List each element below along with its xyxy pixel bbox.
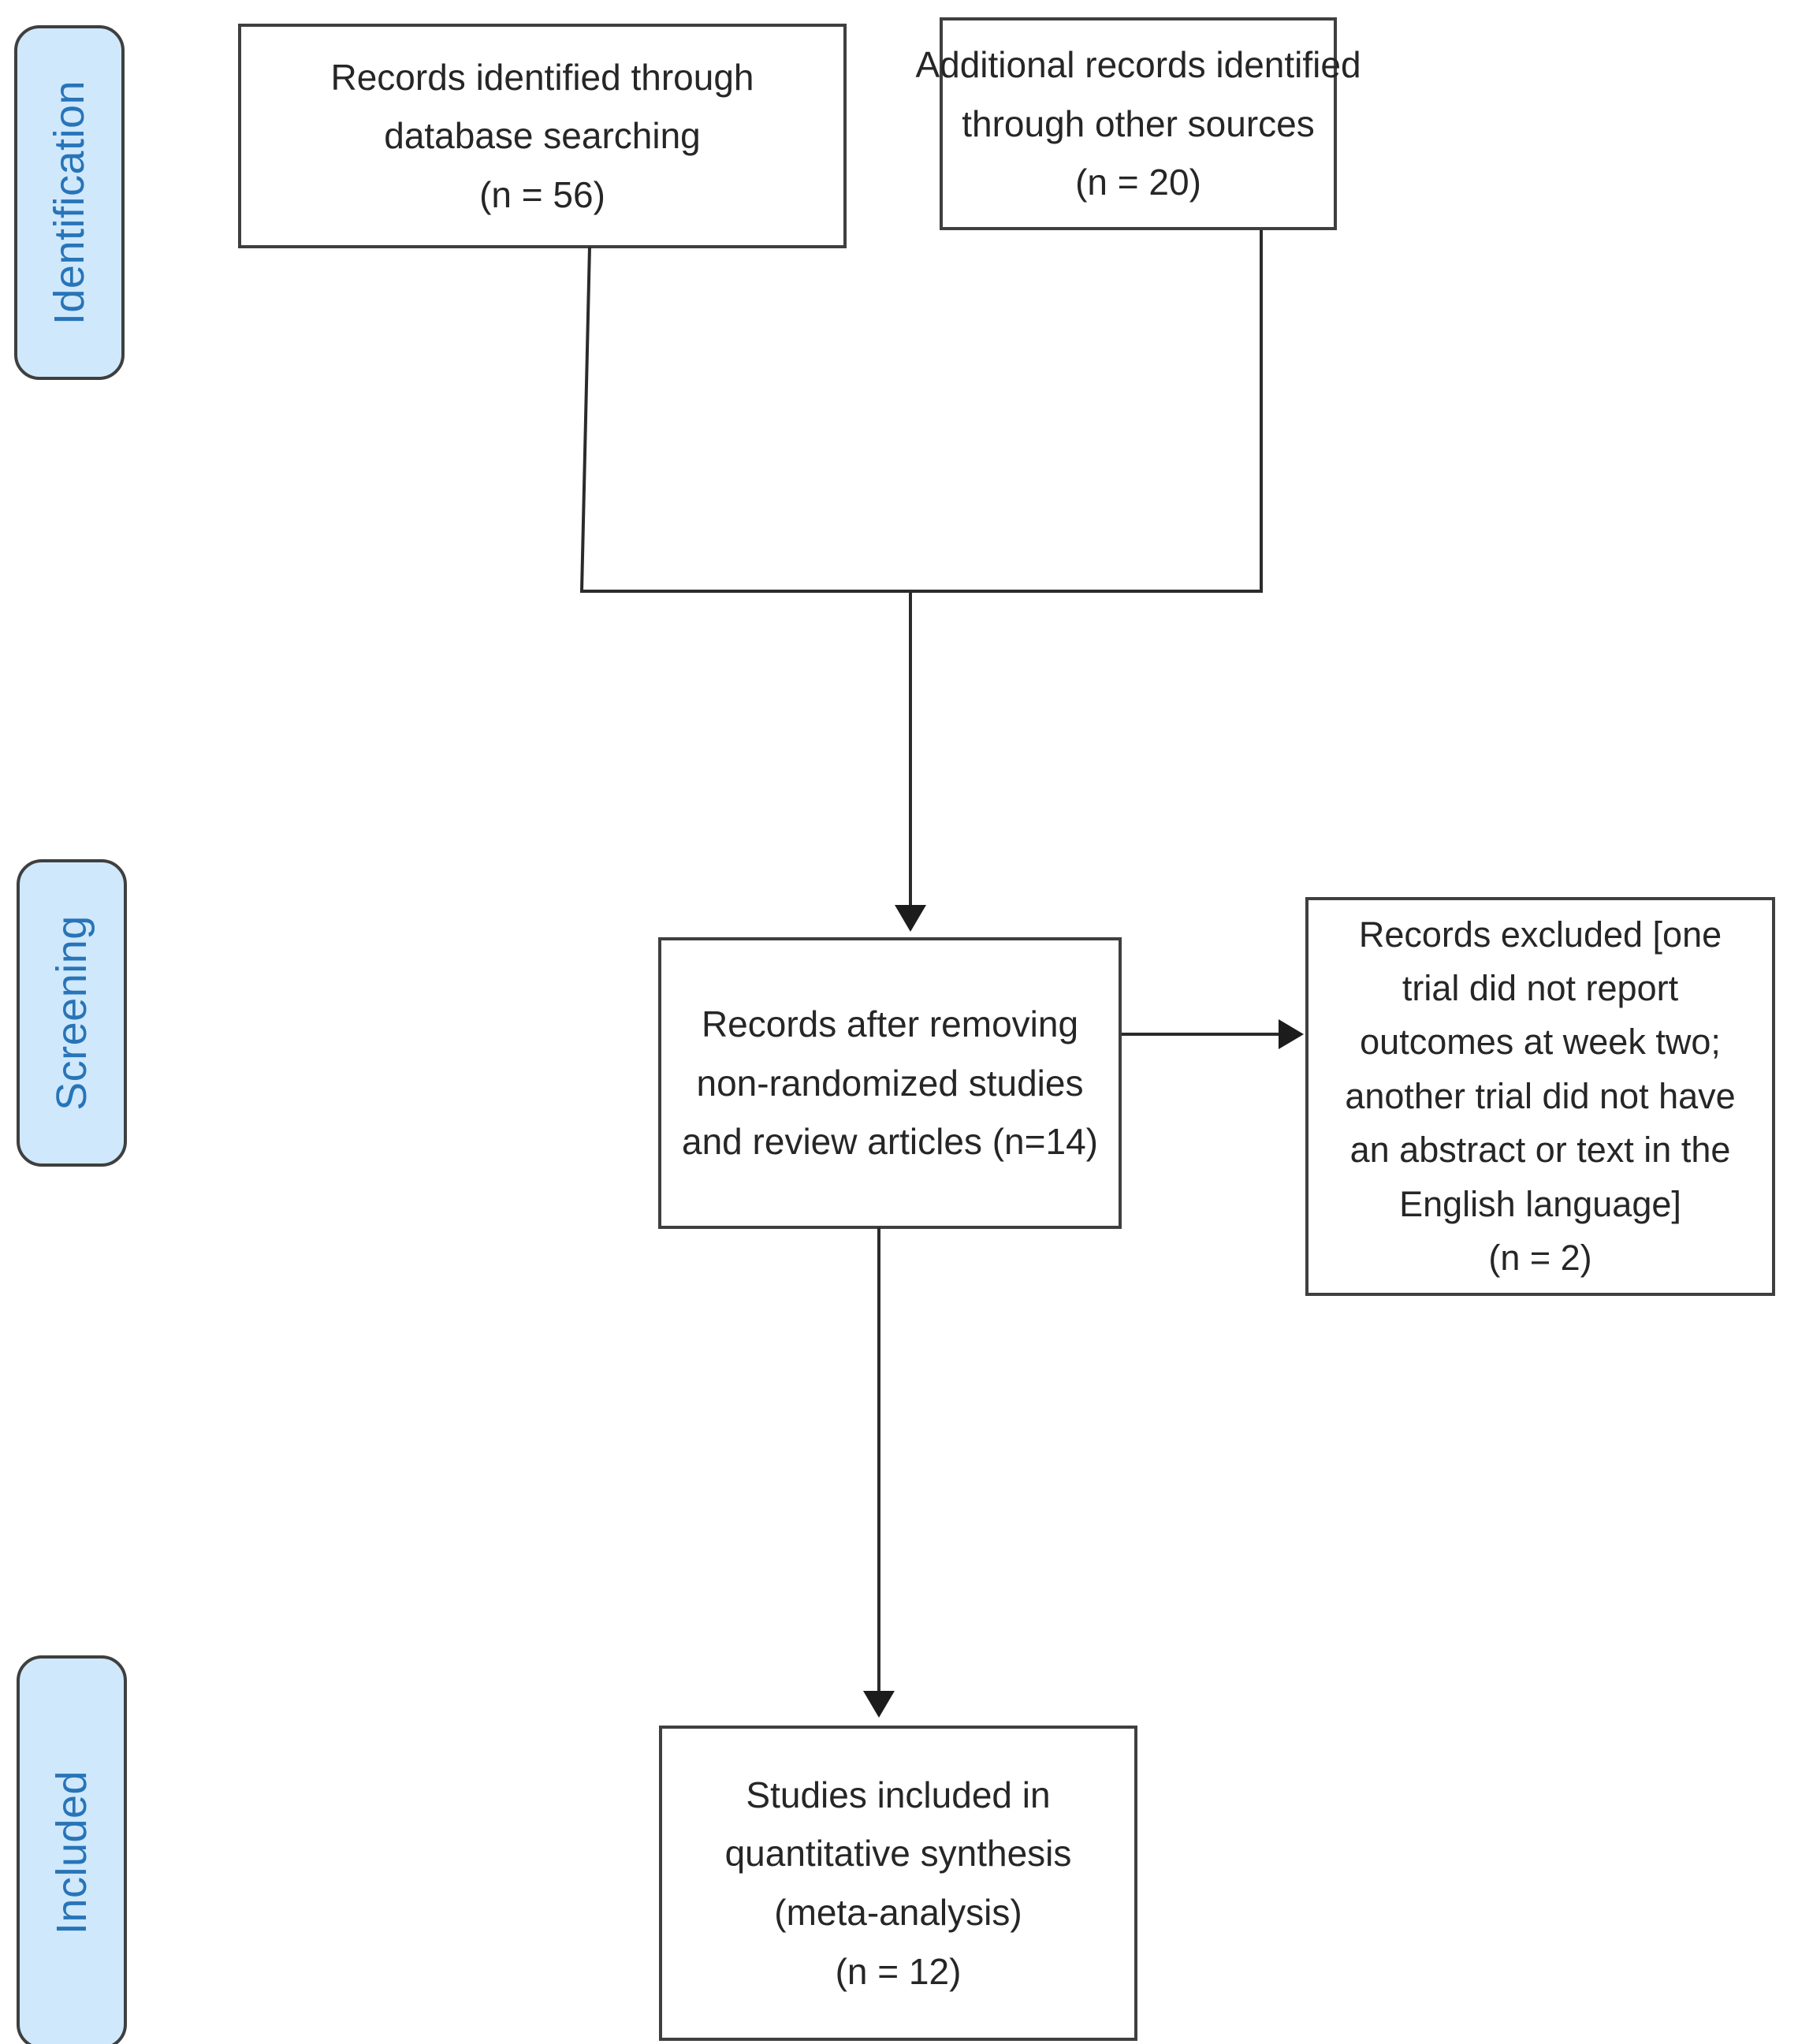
connector-vertical-merge-to-screening bbox=[909, 591, 912, 907]
stage-pill-included: Included bbox=[17, 1655, 127, 2044]
stage-label-included: Included bbox=[48, 1770, 96, 1935]
stage-pill-identification: Identification bbox=[14, 25, 125, 380]
box-line: through other sources bbox=[962, 102, 1315, 144]
box-line: and review articles (n=14) bbox=[682, 1121, 1098, 1163]
box-line: another trial did not have bbox=[1345, 1075, 1736, 1116]
box-records-excluded: Records excluded [one trial did not repo… bbox=[1305, 897, 1775, 1296]
box-line: Records after removing bbox=[701, 1003, 1079, 1045]
connector-vertical-screening-to-included bbox=[877, 1227, 880, 1692]
box-line: Records identified through bbox=[330, 56, 754, 98]
box-line: non-randomized studies bbox=[696, 1062, 1084, 1104]
box-studies-included: Studies included in quantitative synthes… bbox=[659, 1726, 1137, 2041]
connector-horizontal-to-excluded bbox=[1122, 1033, 1279, 1036]
arrowhead-right-to-excluded bbox=[1279, 1019, 1304, 1049]
box-line: trial did not report bbox=[1402, 968, 1679, 1009]
connector-horizontal-merge-bar bbox=[580, 590, 1263, 593]
box-line: English language] bbox=[1399, 1183, 1681, 1224]
box-line: (meta-analysis) bbox=[774, 1892, 1022, 1933]
connector-slant-database-to-merge bbox=[544, 247, 599, 594]
box-line: Records excluded [one bbox=[1358, 914, 1722, 955]
box-line: Additional records identified bbox=[915, 44, 1361, 86]
arrowhead-down-to-included bbox=[863, 1691, 895, 1718]
box-line: outcomes at week two; bbox=[1360, 1022, 1721, 1063]
arrowhead-down-to-screening bbox=[895, 905, 926, 932]
stage-label-screening: Screening bbox=[48, 915, 96, 1111]
box-line: an abstract or text in the bbox=[1349, 1130, 1731, 1171]
box-records-after-removing: Records after removing non-randomized st… bbox=[658, 937, 1122, 1229]
box-records-identified-database: Records identified through database sear… bbox=[238, 24, 847, 248]
box-line: (n = 56) bbox=[479, 173, 605, 215]
box-line: (n = 2) bbox=[1488, 1237, 1592, 1278]
stage-pill-screening: Screening bbox=[17, 859, 127, 1167]
box-line: database searching bbox=[384, 115, 701, 157]
box-line: (n = 12) bbox=[835, 1950, 962, 1992]
box-line: Studies included in bbox=[746, 1774, 1051, 1815]
box-additional-records-other-sources: Additional records identified through ot… bbox=[915, 17, 1361, 230]
connector-vertical-other-sources-to-merge bbox=[1260, 230, 1263, 593]
box-line: quantitative synthesis bbox=[724, 1833, 1072, 1875]
stage-label-identification: Identification bbox=[46, 80, 94, 326]
box-line: (n = 20) bbox=[1075, 162, 1201, 203]
